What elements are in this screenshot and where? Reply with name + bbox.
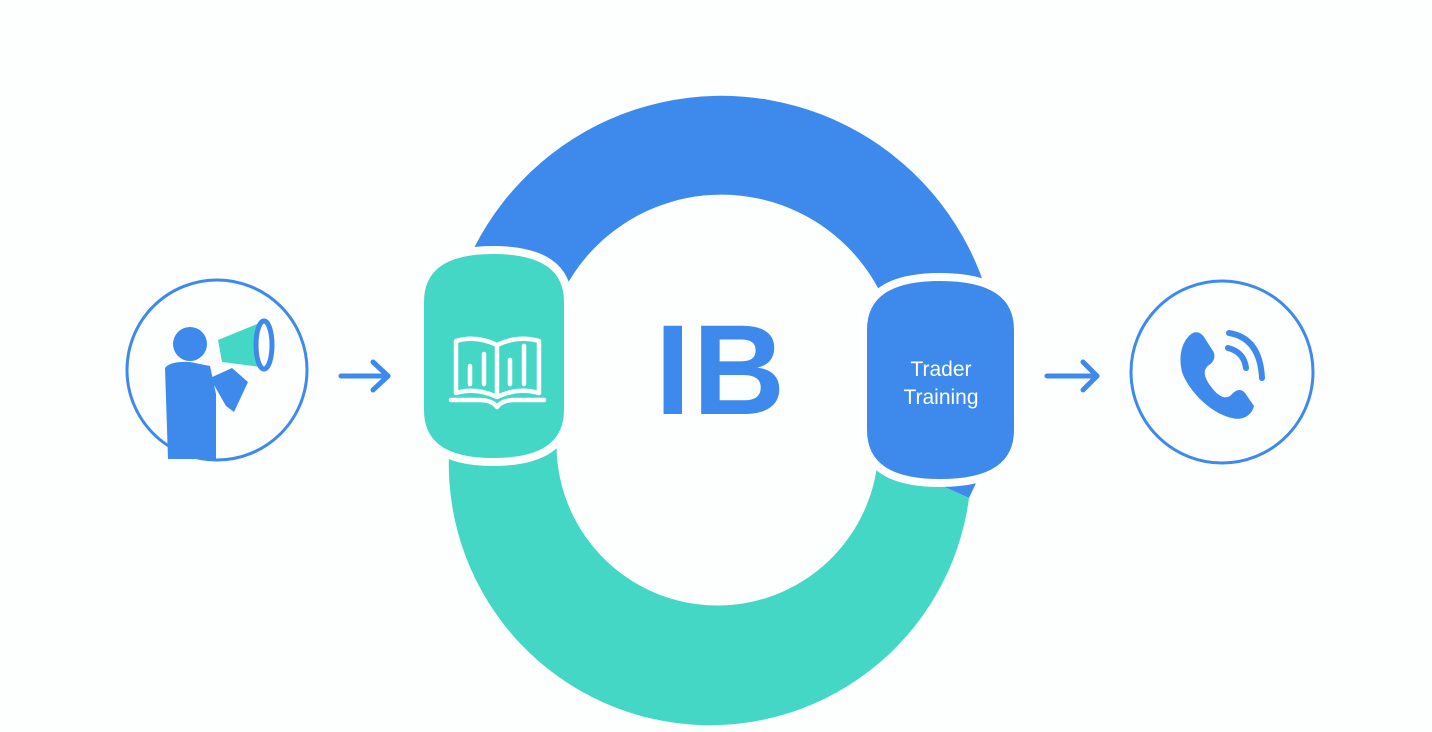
phone-call-icon (1180, 330, 1265, 419)
trader-training-label-line-2: Training (903, 386, 979, 409)
person-megaphone-icon (165, 318, 275, 459)
book-chart-icon (448, 336, 547, 410)
center-label: IB (655, 299, 787, 442)
arrow-right-icon (338, 359, 391, 393)
education-node (416, 245, 572, 467)
trader-training-label-line-1: Trader (910, 358, 972, 381)
trader-training-node (859, 272, 1022, 488)
ring-arc-teal (448, 430, 970, 726)
end-node-ring (1129, 279, 1315, 465)
ring-arc-blue (474, 95, 999, 498)
trader-training-label: Trader Training (866, 356, 1016, 412)
start-node-ring (125, 278, 309, 462)
start-node (125, 278, 309, 462)
arrow-right-icon (1044, 359, 1100, 393)
end-node (1129, 279, 1315, 465)
